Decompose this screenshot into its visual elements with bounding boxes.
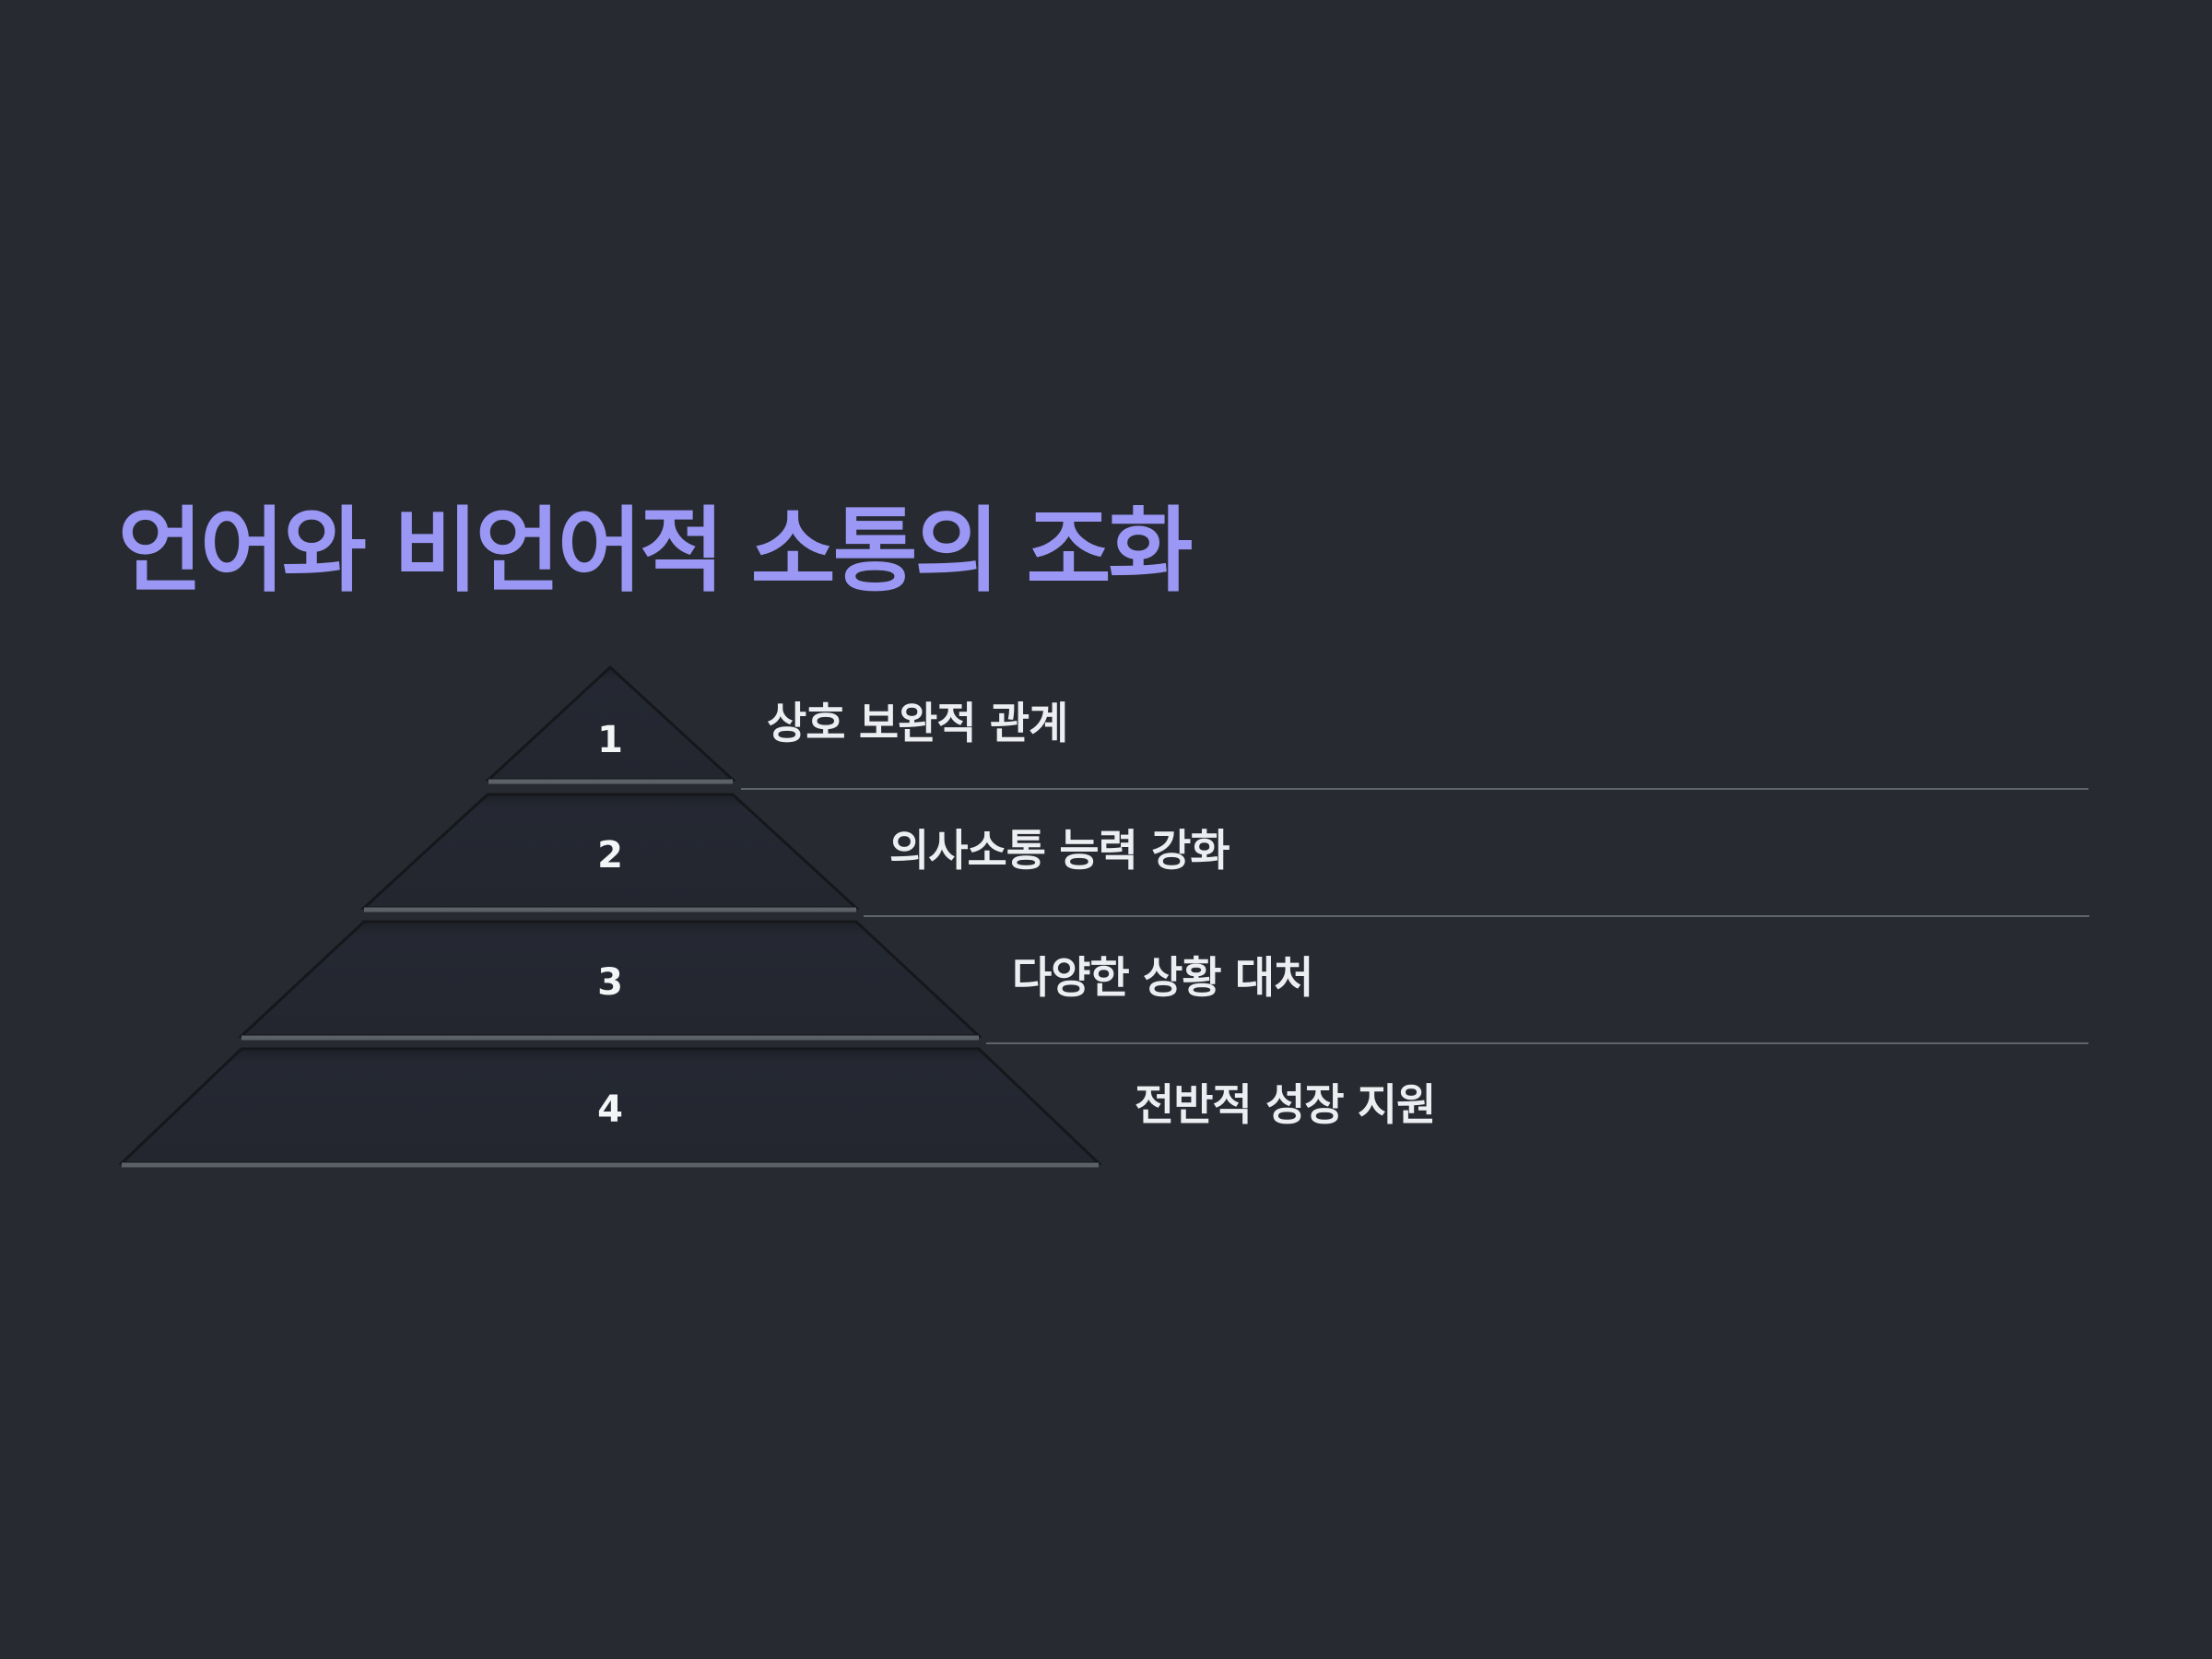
pyramid-tier-2: 2 bbox=[360, 793, 860, 912]
slide-title: 언어와 비언어적 소통의 조화 bbox=[118, 497, 1193, 605]
tier-divider-3 bbox=[986, 1042, 2088, 1044]
tier-number-2: 2 bbox=[597, 834, 623, 877]
pyramid-tier-1: 1 bbox=[485, 665, 736, 784]
tier-label-4: 전반적 성장 지원 bbox=[1135, 1080, 1436, 1131]
tier-divider-1 bbox=[741, 788, 2088, 790]
tier-number-3: 3 bbox=[597, 961, 623, 1004]
tier-number-1: 1 bbox=[597, 719, 623, 761]
pyramid-tier-4: 4 bbox=[118, 1047, 1102, 1168]
pyramid-tier-3: 3 bbox=[238, 920, 982, 1041]
tier-label-3: 다양한 상황 대처 bbox=[1012, 953, 1313, 1004]
tier-number-4: 4 bbox=[597, 1088, 623, 1131]
tier-label-1: 상호 보완적 관계 bbox=[767, 699, 1068, 749]
tier-divider-2 bbox=[864, 915, 2089, 917]
tier-label-2: 의사소통 능력 강화 bbox=[889, 826, 1230, 877]
